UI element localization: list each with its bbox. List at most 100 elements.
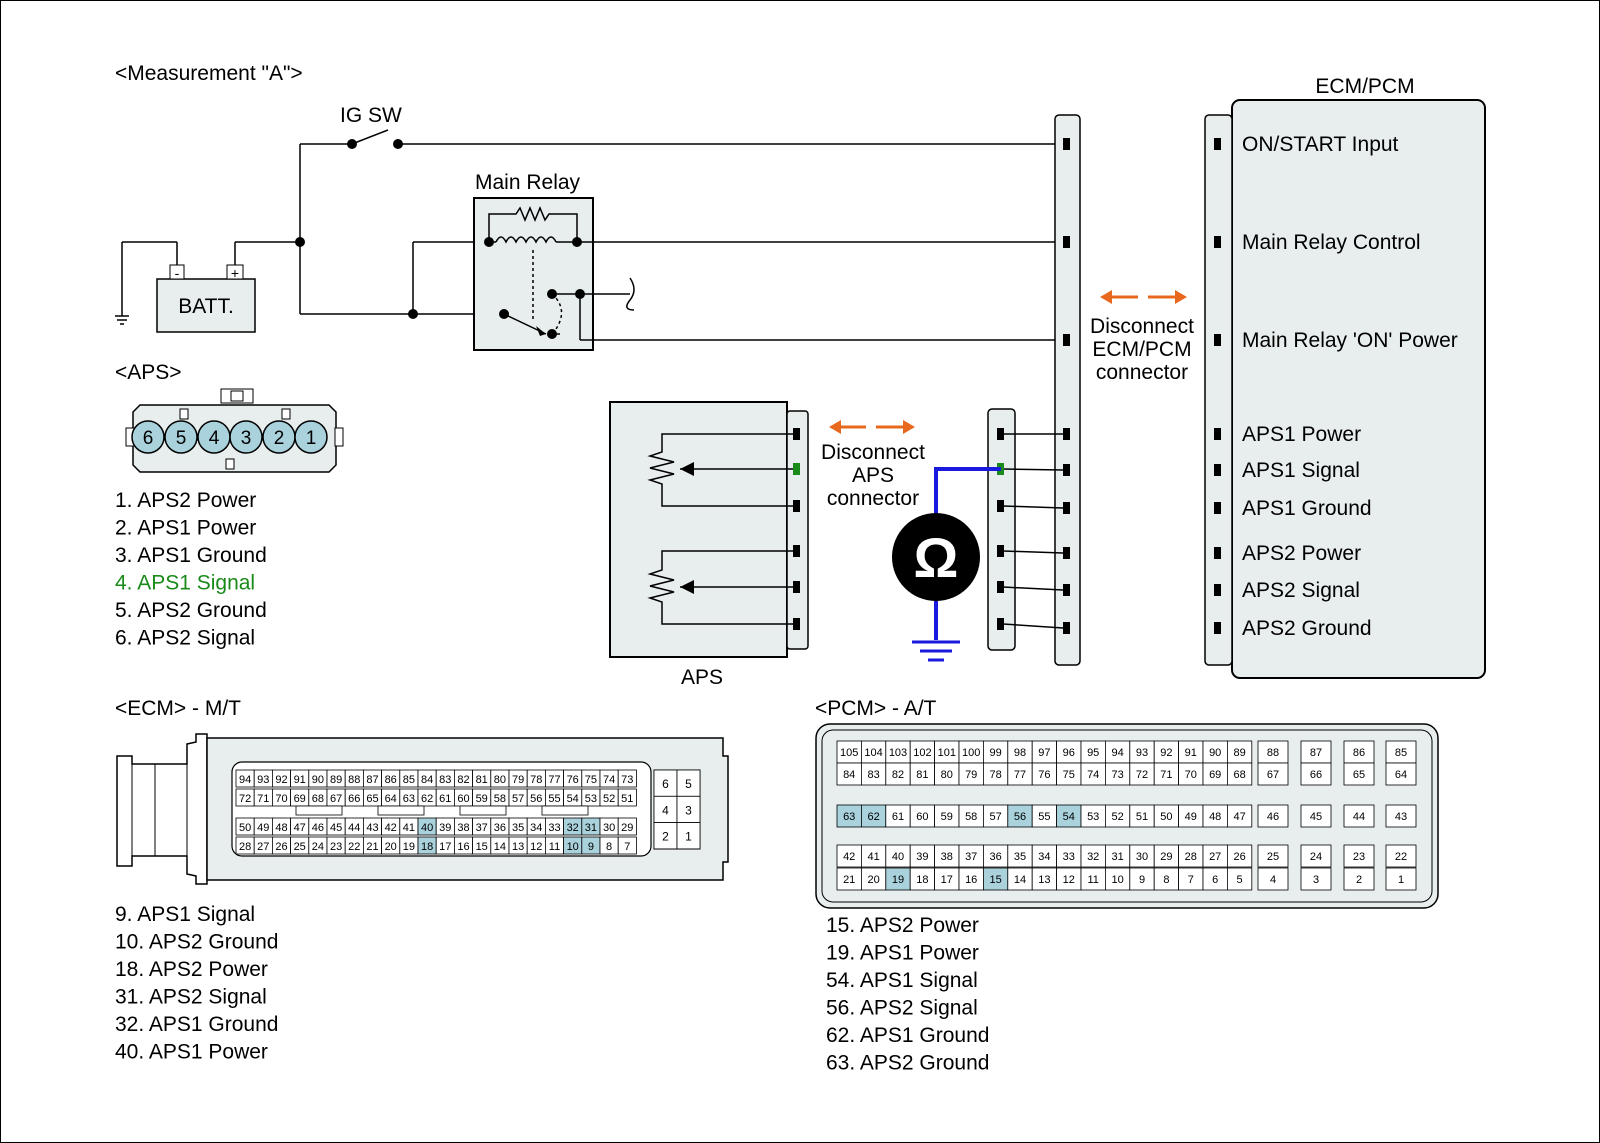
- pcm-right-pin-cell: [1300, 762, 1332, 786]
- pcm-pin-number: 77: [1014, 769, 1026, 781]
- pcm-section-title: <PCM> - A/T: [815, 697, 937, 720]
- pcm-right-pin-number: 23: [1353, 851, 1365, 863]
- pcm-pin-number: 12: [1063, 874, 1075, 886]
- pcm-pin-number: 36: [989, 851, 1001, 863]
- pcm-right-pin-number: 25: [1267, 851, 1279, 863]
- ecm-pin-number: 78: [530, 774, 542, 786]
- ecm-pin-number: 89: [330, 774, 342, 786]
- pcm-right-pin-number: 45: [1310, 811, 1322, 823]
- pcm-pin-list-item: 56. APS2 Signal: [826, 997, 978, 1020]
- ecm-pin-number: 32: [567, 822, 579, 834]
- aps-pin-terminal: [793, 581, 800, 593]
- ignition-switch: [299, 129, 1067, 314]
- ecm-pin-number: 51: [621, 793, 633, 805]
- harness-pin-terminal: [1063, 584, 1070, 596]
- pcm-pin-number: 32: [1087, 851, 1099, 863]
- ecm-pin-number: 65: [366, 793, 378, 805]
- pcm-pin-number: 34: [1038, 851, 1050, 863]
- pcm-pin-number: 50: [1160, 811, 1172, 823]
- ecm-pin-cell: [617, 769, 637, 788]
- aps-label: APS: [681, 666, 723, 689]
- pcm-pin-number: 51: [1136, 811, 1148, 823]
- aps-pin-list-item: 4. APS1 Signal: [115, 572, 255, 595]
- pcm-pin-list-item: 54. APS1 Signal: [826, 969, 978, 992]
- pcm-pin-number: 21: [843, 874, 855, 886]
- disconnect-ecm-line3: connector: [1096, 361, 1188, 384]
- ecm-pin-number: 68: [312, 793, 324, 805]
- pcm-pin-number: 92: [1160, 747, 1172, 759]
- pcm-pin-cell: [1227, 804, 1253, 828]
- disconnect-aps-arrows: [829, 420, 915, 434]
- pcm-pin-number: 10: [1111, 874, 1123, 886]
- ecm-pin-number: 79: [512, 774, 524, 786]
- ecm-connector-key: [295, 805, 343, 816]
- pcm-right-pin-cell: [1343, 762, 1375, 786]
- pcm-right-pin-cell: [1257, 804, 1289, 828]
- pcm-right-pin-number: 3: [1313, 874, 1319, 886]
- pcm-pin-number: 73: [1111, 769, 1123, 781]
- ecm-pin-number: 25: [294, 841, 306, 853]
- ecm-pin-number: 18: [421, 841, 433, 853]
- ecm-pin-terminal: [1214, 236, 1221, 248]
- measurement-title: <Measurement "A">: [115, 62, 303, 85]
- pcm-pin-number: 13: [1038, 874, 1050, 886]
- ohmmeter: Ω: [892, 467, 1001, 662]
- pcm-pin-number: 6: [1212, 874, 1218, 886]
- pcm-pin-number: 38: [941, 851, 953, 863]
- pcm-pin-number: 54: [1063, 811, 1075, 823]
- ecm-pin-number: 43: [366, 822, 378, 834]
- ecm-connector-key: [459, 805, 507, 816]
- aps-face-pin-number: 6: [143, 428, 154, 449]
- ecm-pin-number: 41: [403, 822, 415, 834]
- aps-sensor: [609, 401, 809, 658]
- ecm-pin-number: 35: [512, 822, 524, 834]
- aps-face-pin: [294, 420, 328, 454]
- pcm-pin-number: 60: [916, 811, 928, 823]
- main-relay: [473, 197, 1067, 351]
- ecm-pin-number: 29: [621, 822, 633, 834]
- ecm-pin-number: 30: [603, 822, 615, 834]
- pcm-pin-number: 28: [1185, 851, 1197, 863]
- harness-connector-aps: [987, 408, 1016, 651]
- pcm-pin-number: 90: [1209, 747, 1221, 759]
- pcm-pin-number: 31: [1111, 851, 1123, 863]
- aps-section-title: <APS>: [115, 361, 182, 384]
- ecm-connector-key: [377, 805, 425, 816]
- aps-face-pin-number: 3: [241, 428, 252, 449]
- pcm-pin-number: 17: [941, 874, 953, 886]
- ecm-pin-number: 38: [457, 822, 469, 834]
- pcm-pin-number: 18: [916, 874, 928, 886]
- pcm-pin-number: 71: [1160, 769, 1172, 781]
- pcm-pin-number: 68: [1233, 769, 1245, 781]
- ecm-pin-number: 55: [548, 793, 560, 805]
- aps-face-pin-number: 2: [274, 428, 285, 449]
- pcm-pin-list-item: 63. APS2 Ground: [826, 1052, 989, 1075]
- pcm-right-pin-cell: [1385, 867, 1417, 891]
- ecm-pin-label: APS1 Power: [1242, 423, 1361, 446]
- ecm-pin-terminal: [1214, 464, 1221, 476]
- ecm-pin-number: 40: [421, 822, 433, 834]
- pcm-right-pin-cell: [1385, 844, 1417, 868]
- ecm-side-pin-cell: [676, 822, 701, 850]
- ecm-pin-number: 77: [548, 774, 560, 786]
- ecm-pin-number: 62: [421, 793, 433, 805]
- pcm-pin-number: 96: [1063, 747, 1075, 759]
- pcm-pin-cell: [1227, 762, 1253, 786]
- disconnect-aps-line2: APS: [852, 464, 894, 487]
- ecm-pin-cell: [617, 836, 637, 855]
- ecm-side-pin-number: 4: [662, 803, 669, 817]
- ecm-pin-number: 87: [366, 774, 378, 786]
- ecm-pin-number: 64: [385, 793, 397, 805]
- ecm-pin-cell: [617, 817, 637, 836]
- ecm-pin-number: 57: [512, 793, 524, 805]
- ecm-pcm-title: ECM/PCM: [1315, 75, 1414, 98]
- pcm-right-pin-number: 1: [1398, 874, 1404, 886]
- disconnect-aps-line1: Disconnect: [821, 441, 925, 464]
- pcm-pin-number: 59: [941, 811, 953, 823]
- pcm-pin-number: 76: [1038, 769, 1050, 781]
- pcm-right-pin-cell: [1385, 762, 1417, 786]
- ecm-side-pin-number: 5: [685, 777, 692, 791]
- harness-aps-pin-terminal: [997, 545, 1004, 557]
- pcm-pin-number: 99: [989, 747, 1001, 759]
- ecm-side-pin-number: 3: [685, 803, 692, 817]
